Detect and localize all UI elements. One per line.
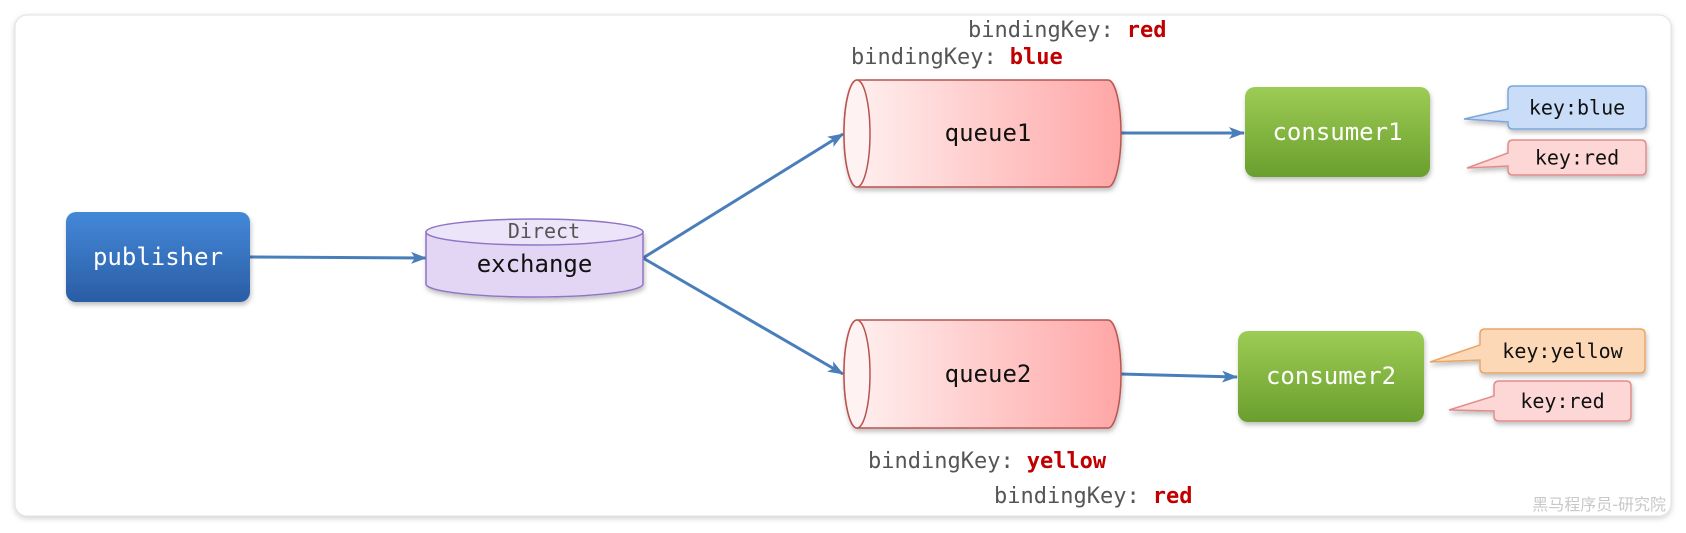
exchange-label: exchange	[477, 250, 593, 278]
exchange-cylinder-body	[425, 231, 644, 298]
exchange-cylinder-top	[425, 218, 644, 246]
consumer2-key-callouts: key:yellow key:red	[1429, 328, 1646, 422]
queue1-binding-key-2: bindingKey: blue	[851, 45, 1063, 70]
consumer2-box	[1238, 331, 1424, 422]
binding-key-prefix: bindingKey:	[968, 18, 1114, 43]
exchange-node: Direct exchange	[425, 218, 644, 298]
queue2-binding-key-2: bindingKey: red	[994, 484, 1192, 509]
binding-key-prefix: bindingKey:	[851, 45, 997, 70]
callout-key-red-label: key:red	[1520, 389, 1604, 413]
callout-key-red-label: key:red	[1535, 146, 1619, 170]
callout-key-yellow-label: key:yellow	[1502, 339, 1623, 363]
watermark: 黑马程序员-研究院	[1532, 495, 1666, 514]
publisher-label: publisher	[93, 243, 223, 271]
queue2-cylinder-cap	[843, 319, 871, 429]
consumer1-node: consumer1	[1245, 87, 1430, 177]
flow-arrows	[249, 127, 1245, 383]
consumer2-label: consumer2	[1266, 362, 1396, 390]
binding-key-value: blue	[1010, 45, 1063, 70]
binding-key-value: red	[1127, 18, 1167, 43]
consumer2-node: consumer2	[1238, 331, 1424, 422]
arrow-exchange-to-queue1	[642, 132, 844, 260]
binding-key-prefix: bindingKey:	[868, 449, 1014, 474]
queue1-label: queue1	[945, 119, 1032, 147]
arrow-exchange-to-queue2	[642, 256, 844, 376]
consumer1-box	[1245, 87, 1430, 177]
callout-key-red	[1448, 380, 1632, 422]
arrow-publisher-to-exchange	[249, 251, 427, 264]
consumer1-label: consumer1	[1272, 118, 1402, 146]
binding-key-value: red	[1153, 484, 1193, 509]
queue2-node: queue2	[843, 319, 1122, 429]
publisher-box	[66, 212, 250, 302]
binding-key-value: yellow	[1027, 449, 1107, 474]
callout-key-blue	[1463, 85, 1647, 130]
queue1-cylinder-cap	[843, 79, 871, 188]
publisher-node: publisher	[66, 212, 250, 302]
queue1-node: queue1	[843, 79, 1122, 188]
exchange-kind-label: Direct	[508, 219, 580, 243]
binding-keys: bindingKey:red bindingKey:blue bindingKe…	[851, 18, 1192, 509]
arrow-queue2-to-consumer2	[1120, 370, 1238, 383]
queue2-binding-key-1: bindingKey: yellow	[868, 449, 1107, 474]
binding-key-prefix: bindingKey:	[994, 484, 1140, 509]
callout-key-blue-label: key:blue	[1529, 96, 1625, 120]
consumer1-key-callouts: key:blue key:red	[1463, 85, 1647, 176]
queue1-binding-key-1: bindingKey: red	[968, 18, 1166, 43]
queue2-label: queue2	[945, 360, 1032, 388]
callout-key-red	[1466, 139, 1647, 176]
callout-key-yellow	[1429, 328, 1646, 374]
